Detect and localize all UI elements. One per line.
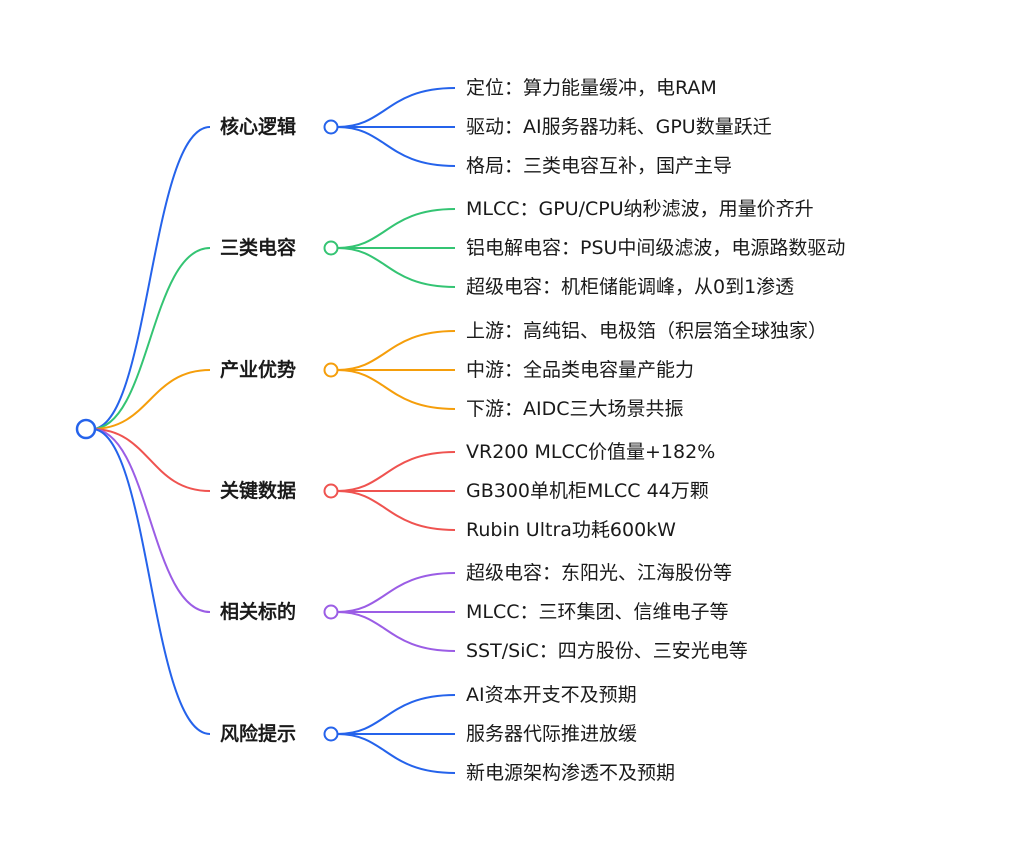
- branch-label-1: 三类电容: [220, 236, 296, 259]
- leaf-label-2-2: 下游：AIDC三大场景共振: [466, 398, 684, 420]
- leaf-label-5-2: 新电源架构渗透不及预期: [466, 762, 675, 784]
- leaf-label-1-0: MLCC：GPU/CPU纳秒滤波，用量价齐升: [466, 198, 814, 220]
- leaf-label-0-1: 驱动：AI服务器功耗、GPU数量跃迁: [466, 116, 772, 138]
- edge-branch-0-leaf-0: [337, 87, 456, 128]
- edge-branch-5-leaf-2: [337, 733, 456, 774]
- leaf-label-2-1: 中游：全品类电容量产能力: [466, 359, 694, 381]
- branch-label-2: 产业优势: [220, 358, 296, 381]
- edge-root-to-branch-5: [91, 428, 211, 735]
- edge-root-to-branch-3: [91, 428, 211, 492]
- edge-branch-2-leaf-2: [337, 369, 456, 410]
- edge-branch-1-leaf-0: [337, 208, 456, 249]
- leaf-label-0-0: 定位：算力能量缓冲，电RAM: [466, 77, 717, 99]
- branch-node-3: [323, 483, 339, 499]
- branch-label-3: 关键数据: [220, 479, 296, 502]
- leaf-label-5-1: 服务器代际推进放缓: [466, 723, 637, 745]
- branch-label-4: 相关标的: [220, 600, 296, 623]
- leaf-label-4-2: SST/SiC：四方股份、三安光电等: [466, 640, 748, 662]
- branch-node-4: [323, 604, 339, 620]
- edge-root-to-branch-4: [91, 428, 211, 613]
- leaf-label-5-0: AI资本开支不及预期: [466, 684, 637, 706]
- branch-node-0: [323, 119, 339, 135]
- leaf-label-3-2: Rubin Ultra功耗600kW: [466, 519, 676, 541]
- edge-root-to-branch-2: [91, 369, 211, 430]
- edge-branch-2-leaf-0: [337, 330, 456, 371]
- edge-branch-3-leaf-0: [337, 451, 456, 492]
- edge-root-to-branch-0: [91, 126, 211, 430]
- leaf-label-2-0: 上游：高纯铝、电极箔（积层箔全球独家）: [466, 320, 827, 342]
- branch-label-0: 核心逻辑: [220, 115, 296, 138]
- branch-node-5: [323, 726, 339, 742]
- leaf-label-4-1: MLCC：三环集团、信维电子等: [466, 601, 729, 623]
- branch-label-5: 风险提示: [220, 722, 296, 745]
- edge-root-to-branch-1: [91, 247, 211, 430]
- branch-node-2: [323, 362, 339, 378]
- edge-branch-4-leaf-0: [337, 572, 456, 613]
- edge-branch-4-leaf-2: [337, 611, 456, 652]
- leaf-label-1-1: 铝电解电容：PSU中间级滤波，电源路数驱动: [466, 237, 845, 259]
- mindmap-edges: [91, 87, 456, 774]
- mindmap-nodes: 核心逻辑 定位：算力能量缓冲，电RAM 驱动：AI服务器功耗、GPU数量跃迁格局：三…: [75, 77, 845, 784]
- edge-branch-0-leaf-2: [337, 126, 456, 167]
- edge-branch-5-leaf-0: [337, 694, 456, 735]
- leaf-label-3-1: GB300单机柜MLCC 44万颗: [466, 480, 709, 502]
- root-node: [75, 418, 97, 440]
- leaf-label-0-2: 格局：三类电容互补，国产主导: [466, 155, 732, 177]
- leaf-label-1-2: 超级电容：机柜储能调峰，从0到1渗透: [466, 276, 794, 298]
- edge-branch-1-leaf-2: [337, 247, 456, 288]
- leaf-label-4-0: 超级电容：东阳光、江海股份等: [466, 562, 732, 584]
- branch-node-1: [323, 240, 339, 256]
- leaf-label-3-0: VR200 MLCC价值量+182%: [466, 441, 715, 463]
- edge-branch-3-leaf-2: [337, 490, 456, 531]
